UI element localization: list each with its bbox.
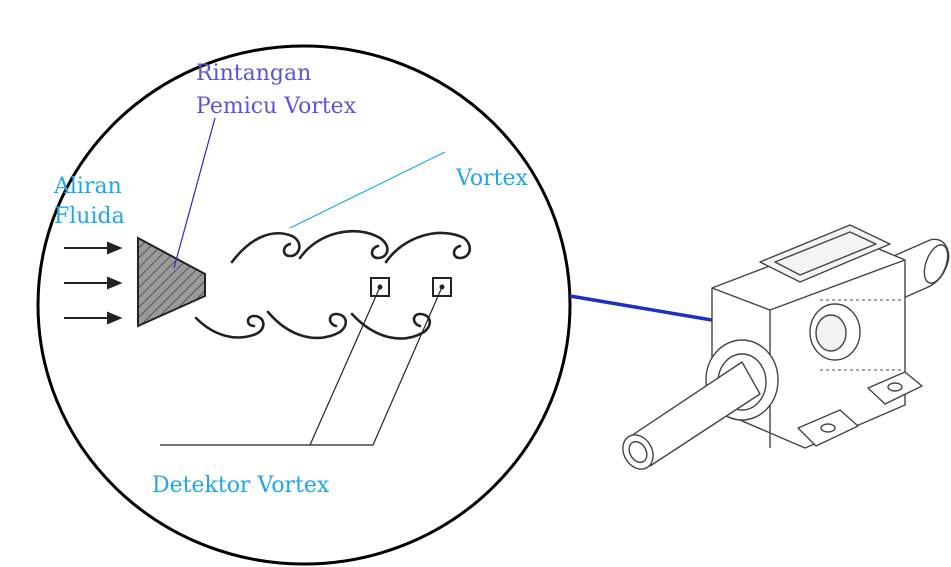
label-vortex: Vortex: [455, 166, 528, 191]
obstacle-leader-line: [173, 117, 216, 269]
vortex-street-lower: [194, 310, 432, 340]
label-aliran: Aliran: [53, 174, 122, 199]
flow-arrow: [64, 241, 123, 255]
label-pemicu-vortex: Pemicu Vortex: [196, 94, 357, 119]
vortex-street-upper: [230, 229, 472, 264]
vortex-swirl: [266, 310, 348, 340]
vortex-swirl: [350, 312, 432, 340]
meter-head: [759, 224, 891, 283]
vortex-leader-line: [289, 151, 446, 229]
flow-arrow: [64, 311, 123, 325]
label-rintangan: Rintangan: [196, 61, 311, 86]
label-fluida: Fluida: [54, 204, 125, 229]
vortex-swirl: [384, 231, 472, 264]
flow-arrow: [64, 276, 123, 290]
label-detektor-vortex: Detektor Vortex: [152, 473, 330, 498]
vortex-swirl: [298, 229, 389, 260]
flow-arrows: [64, 241, 123, 325]
vortex-flowmeter-device: [622, 224, 950, 470]
vortex-swirl: [194, 314, 265, 339]
bluff-body-obstacle: [137, 236, 206, 328]
magnifier-circle: [36, 44, 572, 566]
vortex-swirl: [230, 231, 301, 264]
detector-leader-lines: [160, 286, 443, 446]
